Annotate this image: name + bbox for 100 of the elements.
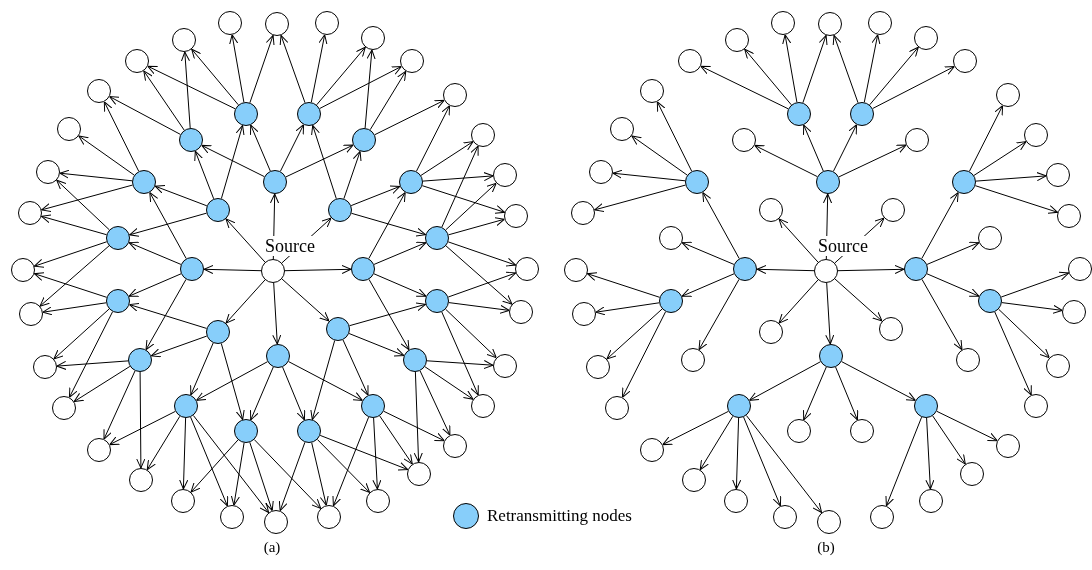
arrow [316, 46, 366, 106]
arrow [250, 366, 274, 421]
arrow [631, 135, 688, 176]
arrow [863, 34, 881, 103]
node-circle [850, 419, 874, 443]
retransmitting-node [914, 394, 938, 418]
arrow [994, 311, 1032, 396]
arrow [838, 144, 907, 178]
arrow [379, 415, 413, 465]
node-circle [956, 348, 980, 372]
node-circle [919, 489, 943, 513]
arrow [835, 366, 859, 421]
arrow [973, 141, 1027, 176]
node-circle [493, 163, 517, 187]
node-label: Source [264, 236, 316, 256]
node-circle [315, 11, 339, 35]
node-circle [759, 320, 783, 344]
arrow [103, 370, 136, 440]
arrow [56, 179, 110, 231]
arrow [606, 308, 663, 360]
arrow [681, 241, 735, 265]
arrow [743, 416, 782, 507]
arrow [147, 65, 236, 110]
arrow [1000, 271, 1070, 298]
arrow [782, 34, 798, 103]
arrow [196, 361, 268, 401]
arrow [975, 172, 1047, 182]
arrow [201, 144, 265, 178]
arrow [78, 135, 135, 176]
retransmitting-node [819, 344, 843, 368]
arrow [368, 278, 410, 351]
node-circle [33, 355, 57, 379]
arrow [192, 415, 270, 513]
arrow [921, 278, 963, 351]
arrow [368, 192, 406, 259]
retransmitting-node [106, 289, 130, 313]
node-circle [678, 49, 702, 73]
node-circle [605, 396, 629, 420]
arrow [220, 343, 245, 420]
arrow [445, 182, 497, 231]
panel-label: (b) [817, 539, 835, 556]
retransmitting-node [978, 289, 1002, 313]
node-circle [817, 510, 841, 534]
node-circle [172, 28, 196, 52]
node-circle [36, 160, 60, 184]
arrow [1001, 302, 1063, 314]
arrow [281, 278, 330, 322]
arrow [421, 185, 506, 214]
arrow [802, 34, 828, 104]
arrow [225, 218, 266, 263]
arrow [288, 361, 363, 401]
node-circle [509, 300, 533, 324]
node-circle [361, 26, 385, 50]
retransmitting-node [106, 226, 130, 250]
retransmitting-node [403, 348, 427, 372]
arrow [420, 141, 474, 176]
arrow [699, 415, 734, 471]
arrow [441, 145, 479, 228]
node-circle [586, 355, 610, 379]
legend-text: Retransmitting nodes [487, 506, 632, 526]
arrow [834, 278, 883, 322]
arrow [311, 442, 329, 506]
arrow [968, 105, 1004, 172]
node-circle [759, 198, 783, 222]
retransmitting-node [787, 102, 811, 126]
retransmitting-node [132, 170, 156, 194]
node-circle [471, 123, 495, 147]
arrow [285, 144, 354, 178]
node-circle [11, 258, 35, 282]
node-circle [317, 505, 341, 529]
arrow [253, 439, 322, 509]
node-circle [1062, 300, 1086, 324]
node-circle [953, 49, 977, 73]
arrow [832, 34, 859, 104]
retransmitting-node [733, 257, 757, 281]
node-circle [868, 11, 892, 35]
retransmitting-node [297, 419, 321, 443]
node-circle [87, 79, 111, 103]
arrow [415, 105, 451, 172]
arrow [279, 34, 306, 104]
node-circle [18, 201, 42, 225]
arrow [129, 212, 207, 237]
arrow [194, 150, 215, 200]
arrow [422, 172, 494, 182]
node-circle [978, 226, 1002, 250]
arrow [974, 185, 1059, 214]
arrow [926, 273, 980, 297]
arrow [932, 415, 966, 465]
arrow [778, 218, 819, 263]
node-circle [659, 226, 683, 250]
arrow [369, 70, 407, 131]
retransmitting-node [206, 320, 230, 344]
node-circle [787, 419, 811, 443]
node-label: Source [817, 236, 869, 256]
node-circle [220, 505, 244, 529]
retransmitting-node [850, 102, 874, 126]
node-circle [881, 198, 905, 222]
node-circle [914, 26, 938, 50]
arrow [39, 245, 110, 307]
retransmitting-node [206, 198, 230, 222]
